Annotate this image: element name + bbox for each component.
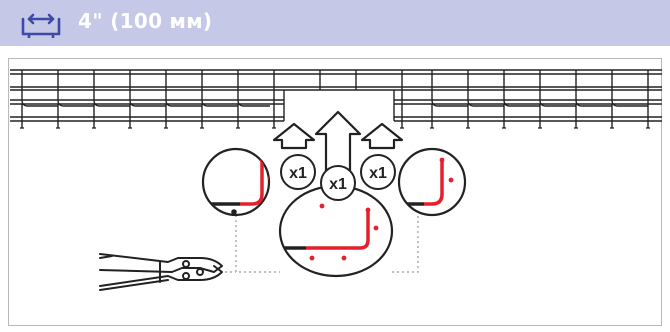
detail-circle-right — [397, 147, 467, 217]
width-measure-icon — [21, 13, 61, 38]
header-bar: 4" (100 мм) — [0, 0, 670, 46]
svg-text:x1: x1 — [329, 176, 347, 193]
callout-right: x1 — [360, 154, 396, 190]
arrow-up-right — [360, 122, 404, 150]
removal-arrows — [272, 110, 404, 178]
arrow-up-left — [272, 122, 316, 150]
callout-left: x1 — [280, 154, 316, 190]
callout-center: x1 — [320, 165, 356, 201]
arrow-up-center — [314, 110, 362, 178]
svg-text:x1: x1 — [369, 165, 387, 182]
wire-cable-tray — [10, 69, 662, 129]
bolt-cutter-icon — [99, 253, 223, 291]
svg-text:x1: x1 — [289, 165, 307, 182]
cut-guide-lines — [220, 215, 419, 273]
page-title: 4" (100 мм) — [78, 9, 213, 33]
detail-circle-left — [201, 147, 271, 217]
